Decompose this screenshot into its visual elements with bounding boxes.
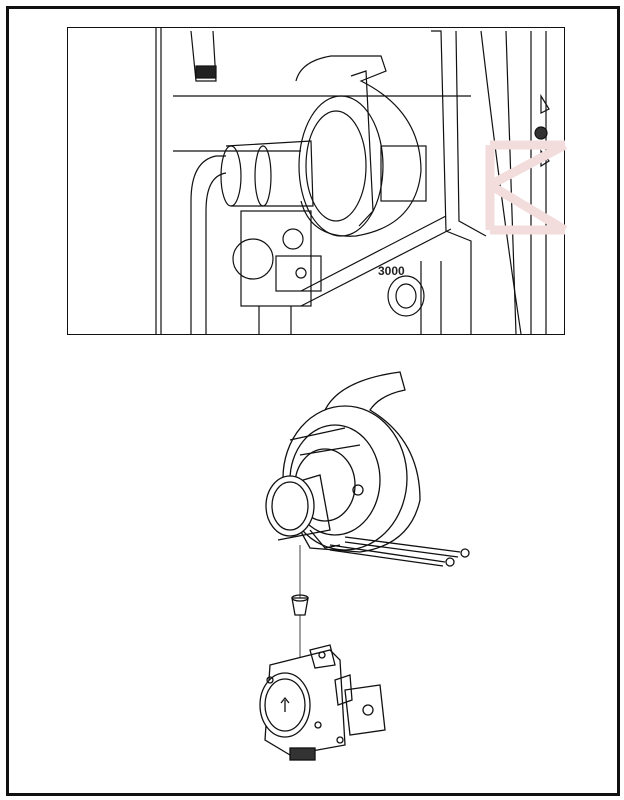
page-border (6, 6, 620, 796)
installed-boiler-drawing (155, 28, 550, 334)
installed-view-panel: 3000 (67, 27, 565, 335)
seal-ring (291, 594, 309, 616)
gas-valve (259, 644, 386, 761)
watermark-logo (485, 140, 568, 235)
part-label: 3000 (378, 264, 405, 278)
fan-assembly (265, 371, 470, 567)
